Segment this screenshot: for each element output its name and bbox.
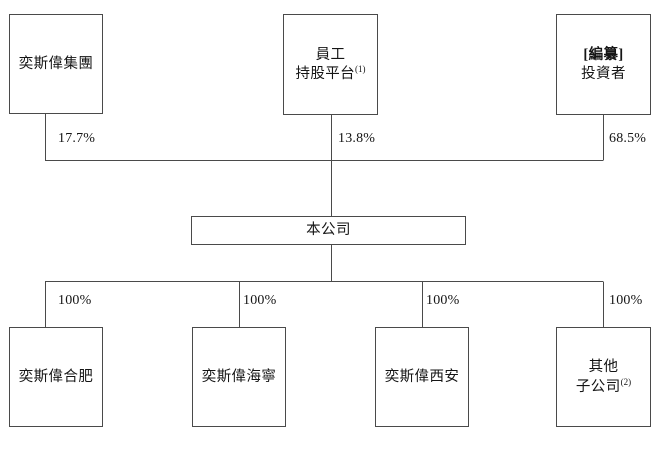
node-label-line: 其他 — [588, 359, 619, 376]
node-label-line: 子公司(2) — [575, 376, 632, 395]
node-yisiwei-xian[interactable]: 奕斯偉西安 — [375, 327, 469, 427]
node-label-line: 奕斯偉海寧 — [201, 368, 277, 385]
edge-label-pct-17-7: 17.7% — [58, 131, 96, 146]
node-label-line: 本公司 — [306, 222, 351, 239]
node-yisiwei-hefei[interactable]: 奕斯偉合肥 — [9, 327, 103, 427]
edge-label-pct-100-xian: 100% — [426, 293, 460, 308]
edge-label-pct-13-8: 13.8% — [338, 131, 376, 146]
footnote-marker: (2) — [620, 376, 632, 387]
node-yisiwei-haining[interactable]: 奕斯偉海寧 — [192, 327, 286, 427]
node-yisiwei-group[interactable]: 奕斯偉集團 — [9, 14, 103, 114]
edge-label-pct-100-hefei: 100% — [58, 293, 92, 308]
node-employee-platform[interactable]: 員工 持股平台(1) — [283, 14, 378, 115]
node-label-line-redacted: [編纂] — [583, 46, 624, 63]
node-label-line: 奕斯偉集團 — [18, 55, 94, 72]
node-label-line: 持股平台(1) — [295, 64, 366, 82]
node-label-line: 奕斯偉西安 — [384, 368, 460, 385]
footnote-marker: (1) — [355, 64, 366, 75]
node-label-line: 投資者 — [581, 65, 626, 82]
edge-label-pct-100-haining: 100% — [243, 293, 277, 308]
node-other-subsidiaries[interactable]: 其他 子公司(2) — [556, 327, 651, 427]
node-redacted-investors[interactable]: [編纂] 投資者 — [556, 14, 651, 115]
edge-label-pct-68-5: 68.5% — [609, 131, 647, 146]
node-label-line: 員工 — [315, 46, 346, 63]
edge-label-pct-100-other: 100% — [609, 293, 643, 308]
node-the-company[interactable]: 本公司 — [191, 216, 466, 245]
node-label-line: 奕斯偉合肥 — [18, 368, 94, 385]
